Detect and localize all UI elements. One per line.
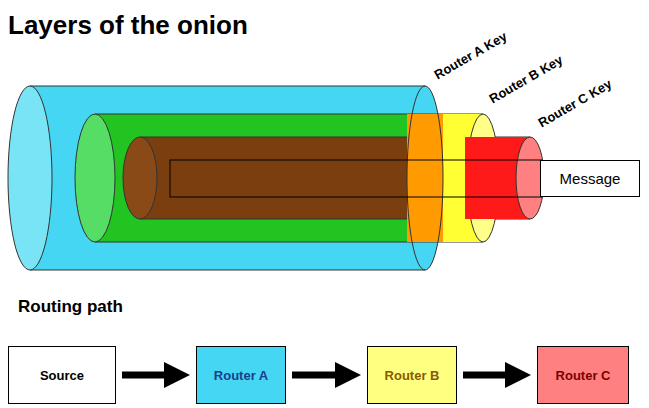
key-label: Router A Key	[431, 28, 510, 84]
node-text: Router A	[214, 368, 268, 383]
key-band-a	[407, 114, 443, 242]
message-core	[170, 160, 542, 197]
node-text: Source	[40, 368, 84, 383]
flow-arrow	[122, 372, 164, 379]
node-text: Message	[560, 170, 621, 187]
key-label: Router B Key	[486, 51, 566, 108]
inner-cylinder-face	[123, 137, 157, 219]
outer-cylinder-edge	[30, 86, 425, 87]
router-box: Router B	[367, 346, 457, 404]
key-label: Router C Key	[535, 75, 615, 132]
inner-cylinder-body	[140, 137, 530, 219]
middle-cylinder-face	[75, 114, 115, 242]
key-band-a-end	[407, 86, 443, 270]
outer-cylinder-face	[8, 86, 52, 270]
source-box: Source	[8, 346, 116, 404]
router-box: Router A	[196, 346, 286, 404]
node-text: Router C	[556, 368, 611, 383]
outer-cylinder-edge	[30, 270, 425, 271]
section-heading: Routing path	[18, 298, 123, 316]
router-box: Router C	[537, 346, 629, 404]
diagram-title: Layers of the onion	[8, 10, 248, 41]
node-text: Router B	[385, 368, 440, 383]
message-box: Message	[540, 160, 640, 197]
flow-arrow	[292, 372, 335, 379]
flow-arrow	[463, 372, 505, 379]
